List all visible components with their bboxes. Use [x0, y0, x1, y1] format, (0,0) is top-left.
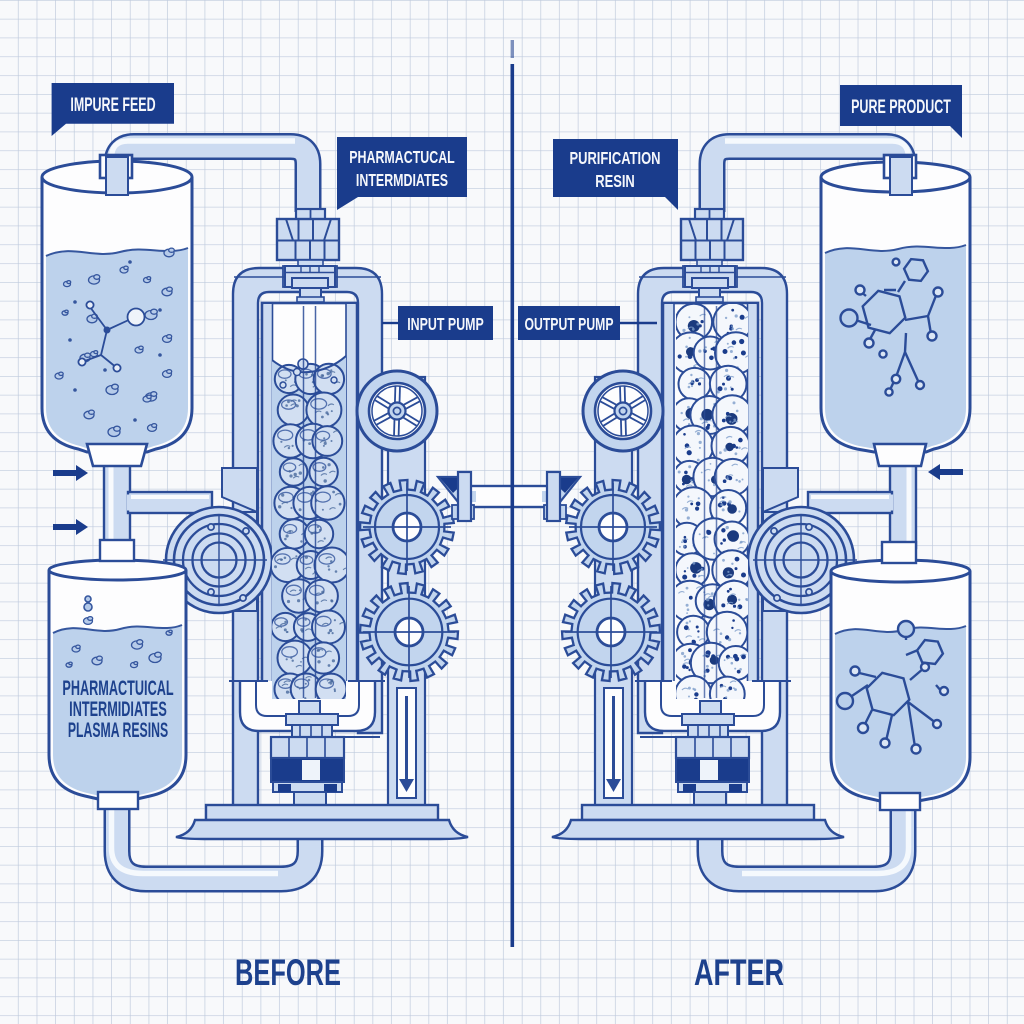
svg-text:PURE PRODUCT: PURE PRODUCT: [851, 96, 951, 117]
svg-text:PHARMACTUICAL: PHARMACTUICAL: [62, 676, 173, 700]
svg-text:INTERMDIATES: INTERMDIATES: [356, 171, 448, 191]
svg-text:PLASMA RESINS: PLASMA RESINS: [68, 717, 168, 742]
svg-text:INPUT PUMP: INPUT PUMP: [407, 315, 484, 335]
svg-text:PURIFICATION: PURIFICATION: [569, 149, 660, 168]
svg-text:BEFORE: BEFORE: [235, 951, 341, 993]
svg-text:PHARMACTUCAL: PHARMACTUCAL: [349, 148, 454, 168]
svg-text:IMPURE FEED: IMPURE FEED: [70, 94, 155, 115]
svg-text:INTERMIDIATES: INTERMIDIATES: [69, 697, 167, 721]
svg-text:OUTPUT PUMP: OUTPUT PUMP: [524, 315, 613, 335]
svg-text:AFTER: AFTER: [694, 952, 784, 993]
svg-text:RESIN: RESIN: [595, 172, 635, 191]
